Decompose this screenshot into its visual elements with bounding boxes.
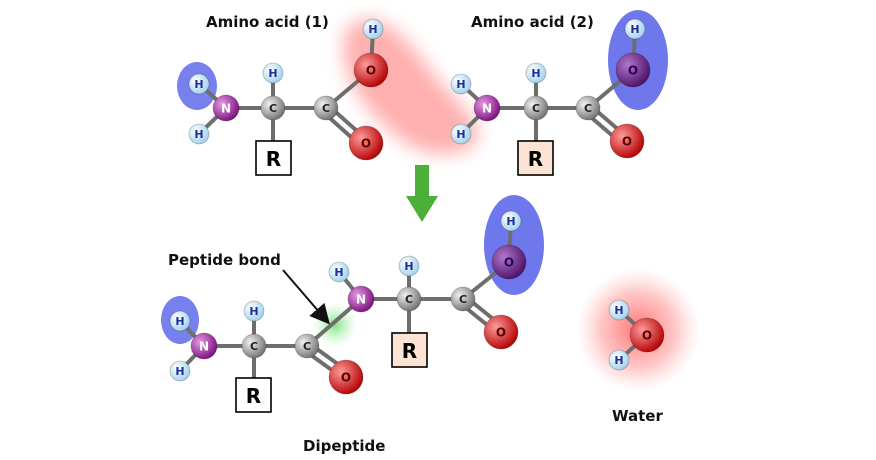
alpha-hydrogen-atom: H — [243, 300, 265, 322]
carbonyl-oxygen-atom: O — [328, 359, 364, 395]
alpha-carbon-atom: C — [396, 286, 422, 312]
peptide-bond-pointer-icon — [282, 269, 330, 325]
side-chain-r-box-aa1: R — [255, 140, 292, 176]
carbonyl-carbon-atom: C — [294, 333, 320, 359]
amino-acid-1-label: Amino acid (1) — [206, 13, 329, 31]
amine-hydrogen-atom: H — [188, 73, 210, 95]
side-chain-r-label: R — [402, 339, 417, 363]
peptide-bond-label: Peptide bond — [168, 251, 281, 269]
alpha-carbon-atom: C — [260, 95, 286, 121]
carboxyl-carbon-atom: C — [575, 95, 601, 121]
carboxyl-carbon-atom: C — [313, 95, 339, 121]
alpha-hydrogen-atom: H — [262, 62, 284, 84]
alpha-hydrogen-atom: H — [398, 255, 420, 277]
hydroxyl-oxygen-atom: O — [353, 52, 389, 88]
amino-acid-2-label: Amino acid (2) — [471, 13, 594, 31]
side-chain-r-label: R — [246, 384, 261, 408]
nitrogen-atom: N — [190, 332, 218, 360]
carbonyl-oxygen-atom: O — [483, 314, 519, 350]
hydroxyl-oxygen-atom: O — [615, 52, 651, 88]
carbonyl-oxygen-atom: O — [348, 125, 384, 161]
amine-hydrogen-atom: H — [188, 123, 210, 145]
amine-hydrogen-atom: H — [450, 73, 472, 95]
side-chain-r-box-aa2: R — [517, 140, 554, 176]
hydroxyl-hydrogen-atom: H — [500, 210, 522, 232]
nitrogen-atom: N — [212, 94, 240, 122]
side-chain-r-label: R — [266, 147, 281, 171]
amide-hydrogen-atom: H — [328, 261, 350, 283]
reaction-arrow-icon — [406, 165, 438, 222]
amine-hydrogen-atom: H — [450, 123, 472, 145]
alpha-carbon-atom: C — [241, 333, 267, 359]
nitrogen-atom: N — [473, 94, 501, 122]
hydroxyl-hydrogen-atom: H — [362, 18, 384, 40]
hydroxyl-hydrogen-atom: H — [624, 18, 646, 40]
water-hydrogen-atom: H — [608, 299, 630, 321]
side-chain-r-label: R — [528, 147, 543, 171]
water-oxygen-atom: O — [629, 317, 665, 353]
hydroxyl-oxygen-atom: O — [491, 244, 527, 280]
carbonyl-oxygen-atom: O — [609, 123, 645, 159]
alpha-carbon-atom: C — [523, 95, 549, 121]
water-label: Water — [612, 407, 663, 425]
carboxyl-carbon-atom: C — [450, 286, 476, 312]
hydroxyl-highlight-bottom — [484, 195, 544, 295]
amine-hydrogen-atom: H — [169, 360, 191, 382]
amine-hydrogen-atom: H — [169, 310, 191, 332]
dipeptide-label: Dipeptide — [303, 437, 385, 455]
water-removal-highlight — [343, 19, 479, 154]
amide-nitrogen-atom: N — [347, 285, 375, 313]
side-chain-r-box-dipeptide-2: R — [391, 332, 428, 368]
alpha-hydrogen-atom: H — [525, 62, 547, 84]
side-chain-r-box-dipeptide-1: R — [235, 377, 272, 413]
water-hydrogen-atom: H — [608, 349, 630, 371]
